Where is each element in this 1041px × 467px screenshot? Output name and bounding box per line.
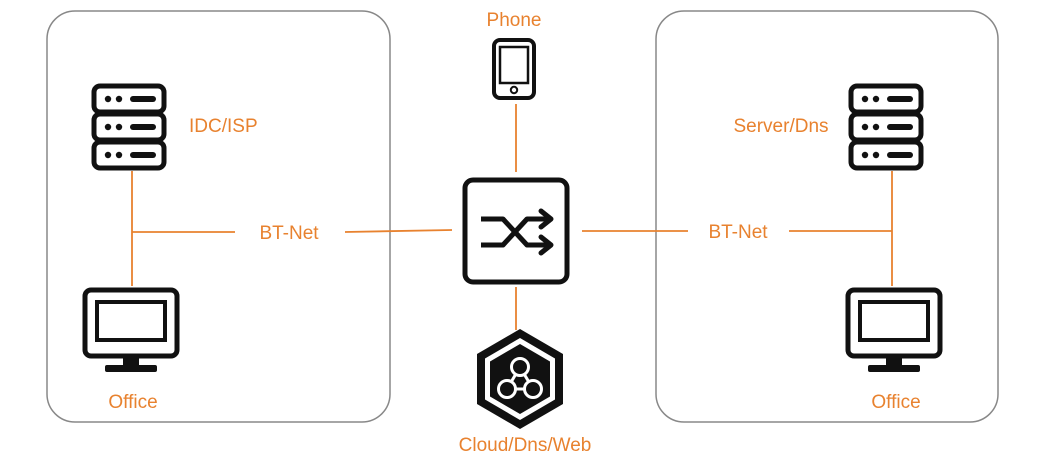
left-horizontal-link-b	[344, 229, 453, 233]
left-server-icon	[94, 86, 164, 168]
left-link-label: BT-Net	[259, 223, 319, 244]
right-server-label: Server/Dns	[733, 116, 828, 137]
right-zone-frame	[655, 10, 999, 423]
shuffle-switch-icon	[462, 177, 570, 285]
phone-label: Phone	[487, 10, 542, 31]
cloud-label: Cloud/Dns/Web	[459, 435, 592, 456]
left-zone-frame	[46, 10, 391, 423]
left-office-label: Office	[108, 392, 157, 413]
left-server-label: IDC/ISP	[189, 116, 258, 137]
left-monitor-icon	[85, 290, 177, 372]
smartphone-icon	[492, 38, 536, 100]
right-server-icon	[851, 86, 921, 168]
hexagon-cloud-icon	[477, 329, 563, 429]
right-link-label: BT-Net	[708, 222, 768, 243]
right-monitor-icon	[848, 290, 940, 372]
right-office-label: Office	[871, 392, 920, 413]
